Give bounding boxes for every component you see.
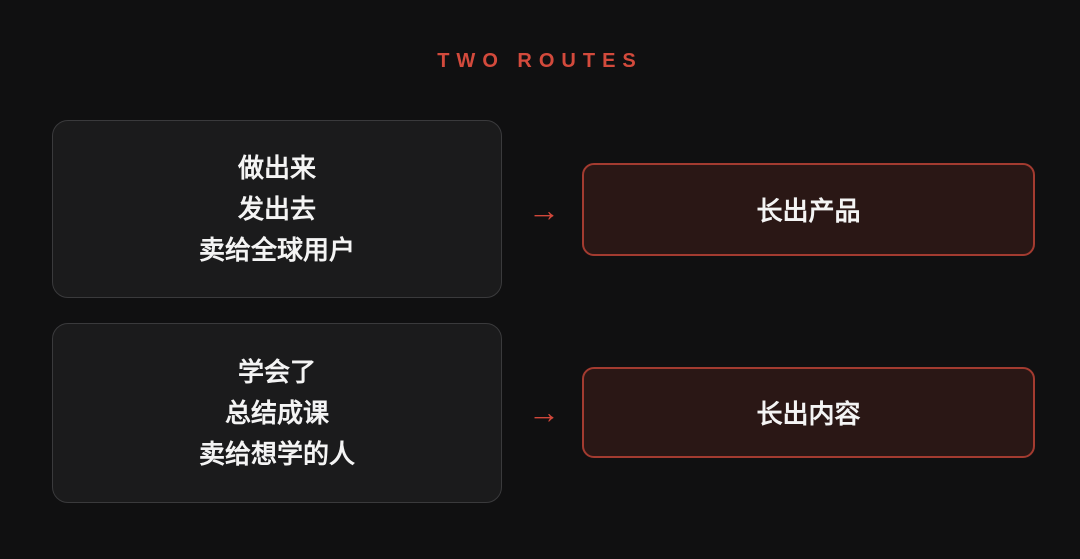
result-label: 长出产品	[756, 196, 861, 226]
result-box-content: 长出内容	[582, 367, 1035, 458]
source-line: 发出去	[237, 193, 316, 224]
source-line: 卖给想学的人	[198, 438, 355, 469]
arrow-right-icon: →	[528, 394, 560, 430]
source-line: 做出来	[237, 152, 316, 183]
source-line: 学会了	[237, 356, 316, 387]
result-label: 长出内容	[756, 399, 861, 429]
source-line: 卖给全球用户	[198, 234, 355, 265]
result-box-products: 长出产品	[582, 163, 1035, 256]
source-box-products: 做出来 发出去 卖给全球用户	[52, 120, 502, 298]
page-title: TWO ROUTES	[437, 50, 643, 72]
source-box-content: 学会了 总结成课 卖给想学的人	[52, 323, 502, 503]
source-line: 总结成课	[224, 397, 329, 428]
arrow-right-icon: →	[528, 192, 560, 228]
